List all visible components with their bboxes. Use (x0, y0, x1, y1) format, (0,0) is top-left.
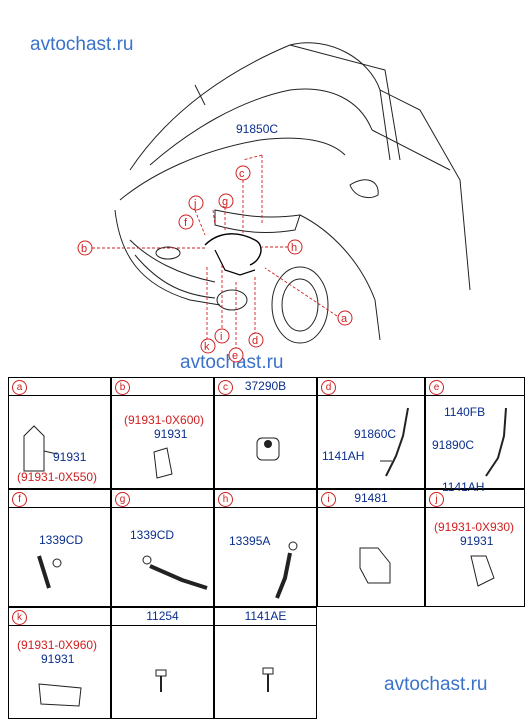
cell-j: j (91931-0X930) 91931 (425, 489, 525, 607)
callout-b: b (77, 240, 93, 256)
clip-icon (37, 555, 62, 589)
watermark-middle: avtochast.ru (180, 352, 284, 373)
svg-text:j: j (193, 198, 196, 210)
watermark-top: avtochast.ru (30, 34, 134, 55)
cell-letter: h (218, 492, 233, 507)
part-label-alt: (91931-0X960) (17, 638, 98, 652)
part-label: 1141AH (442, 480, 485, 494)
part-label: 1339CD (39, 533, 84, 547)
cell-11254: 11254 (111, 607, 214, 719)
grommet-icon (256, 437, 280, 461)
callout-markers: a b c d e f g h i j k (77, 165, 353, 363)
part-label: 91860C (354, 427, 397, 441)
sensor-cable-icon (485, 407, 507, 477)
part-label: 91931 (460, 534, 494, 548)
bracket-icon (470, 555, 495, 587)
callout-f: f (178, 214, 194, 230)
bolt-icon (262, 667, 274, 692)
callout-c: c (235, 165, 251, 181)
part-label-alt: (91931-0X600) (124, 413, 205, 427)
cell-d: d 91860C 1141AH (317, 377, 425, 489)
svg-text:d: d (252, 335, 258, 347)
cell-letter: j (429, 492, 444, 507)
part-label: 91931 (41, 652, 75, 666)
bolt-icon (155, 669, 167, 692)
callout-j: j (188, 195, 204, 211)
svg-text:h: h (291, 242, 297, 254)
part-label-alt: (91931-0X550) (17, 470, 98, 484)
cell-a: a 91931 (91931-0X550) (8, 377, 111, 489)
cell-k: k (91931-0X960) 91931 (8, 607, 111, 719)
clip-icon (275, 541, 298, 599)
svg-text:c: c (239, 168, 245, 180)
watermark-bottom: avtochast.ru (384, 674, 488, 695)
cell-letter: k (12, 610, 27, 625)
cell-e: e 1140FB 91890C 1141AH (425, 377, 525, 494)
part-label-alt: (91931-0X930) (434, 520, 515, 534)
part-label: 91890C (432, 438, 475, 452)
cell-i: i 91481 (317, 489, 425, 607)
svg-text:i: i (220, 331, 222, 343)
callout-h: h (287, 239, 303, 255)
main-part-number: 91850C (236, 122, 278, 136)
cell-letter: c (218, 380, 233, 395)
header-part-number: 1141AE (244, 609, 287, 623)
bracket-icon (23, 425, 58, 472)
header-part-number: 11254 (146, 609, 179, 623)
svg-text:g: g (222, 196, 228, 208)
callout-i: i (214, 328, 230, 344)
cell-letter: f (12, 492, 27, 507)
clip-icon (142, 555, 208, 590)
header-part-number: 37290B (244, 379, 287, 393)
callout-k: k (200, 338, 216, 354)
callout-e: e (228, 347, 244, 363)
svg-text:f: f (184, 217, 188, 229)
svg-text:b: b (81, 243, 87, 255)
cell-g: g 1339CD (111, 489, 214, 607)
part-label: 1339CD (130, 528, 175, 542)
bracket-icon (38, 683, 82, 707)
callout-a: a (337, 310, 353, 326)
cell-c: c 37290B (214, 377, 317, 489)
part-label: 91931 (53, 450, 87, 464)
svg-text:k: k (204, 341, 210, 353)
car-overview-drawing: 91850C a b c d e f g h i j k (77, 42, 471, 363)
bracket-icon (153, 447, 173, 479)
cell-1141AE: 1141AE (214, 607, 317, 719)
svg-text:e: e (232, 350, 238, 362)
callout-g: g (218, 193, 234, 209)
header-part-number: 91481 (354, 491, 388, 505)
cell-b: b (91931-0X600) 91931 (111, 377, 214, 489)
cell-letter: b (115, 380, 130, 395)
cell-letter: d (321, 380, 336, 395)
svg-text:a: a (341, 313, 348, 325)
cell-letter: a (12, 380, 27, 395)
callout-d: d (248, 332, 264, 348)
part-label: 1140FB (444, 405, 486, 419)
sensor-cable-icon (380, 407, 409, 477)
cell-letter: g (115, 492, 130, 507)
cell-letter: i (321, 492, 336, 507)
cell-h: h 13395A (214, 489, 317, 607)
cell-letter: e (429, 380, 444, 395)
bracket-icon (359, 547, 391, 584)
part-label: 91931 (154, 427, 188, 441)
part-label: 1141AH (322, 449, 365, 463)
cell-f: f 1339CD (8, 489, 111, 607)
part-label: 13395A (229, 534, 271, 548)
